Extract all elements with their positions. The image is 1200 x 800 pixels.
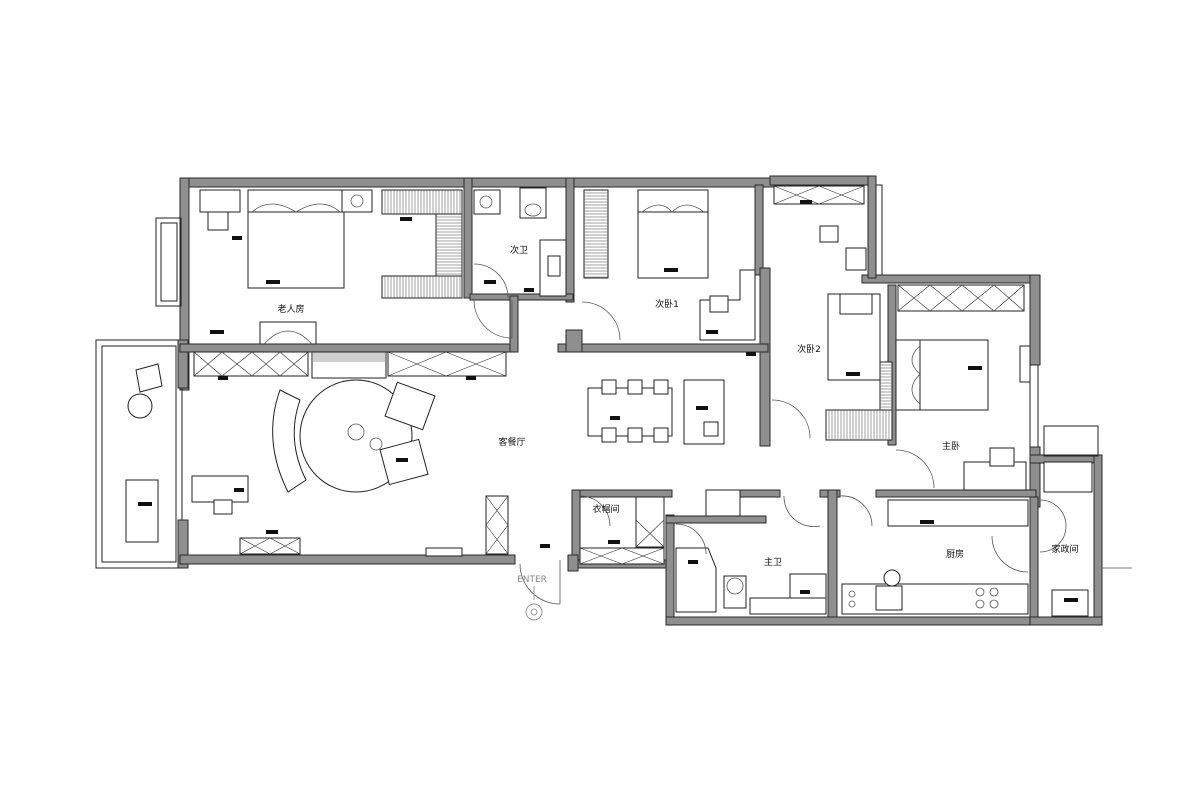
room-labels: 老人房 次卫 次卧1 次卧2 主卧 客餐厅 衣帽间 主卫 厨房 家政间 ENTE…: [277, 244, 1078, 585]
laundry-fixtures: [1043, 461, 1093, 617]
study-furniture: [819, 225, 867, 271]
room-label-elder-room: 老人房: [277, 303, 304, 315]
bedroom-2-furniture: [827, 293, 881, 381]
entrance-marker: [525, 586, 543, 621]
room-label-second-bedroom-2: 次卧2: [797, 343, 821, 355]
room-label-laundry: 家政间: [1051, 543, 1078, 555]
room-label-second-bedroom-1: 次卧1: [655, 298, 679, 310]
master-bedroom-furniture: [895, 339, 1031, 491]
dimension-tags: [138, 200, 1078, 602]
second-bath-fixtures: [473, 187, 567, 297]
room-label-kitchen: 厨房: [946, 548, 964, 560]
master-bath-fixtures: [675, 489, 827, 615]
entrance-label: ENTER: [517, 575, 547, 585]
room-label-master-bath: 主卫: [764, 556, 782, 568]
kitchen-fixtures: [841, 499, 1029, 615]
elder-room-furniture: [199, 189, 373, 345]
room-label-cloakroom: 衣帽间: [592, 503, 619, 515]
wardrobes: [313, 189, 893, 441]
living-dining-furniture: [125, 363, 725, 557]
room-label-master-bedroom: 主卧: [942, 440, 960, 452]
room-label-second-bath: 次卫: [510, 244, 528, 256]
cabinets: [193, 185, 1025, 565]
bedroom-1-furniture: [637, 189, 756, 341]
room-label-living-room: 客餐厅: [498, 436, 525, 448]
door-swings: [473, 263, 1132, 605]
